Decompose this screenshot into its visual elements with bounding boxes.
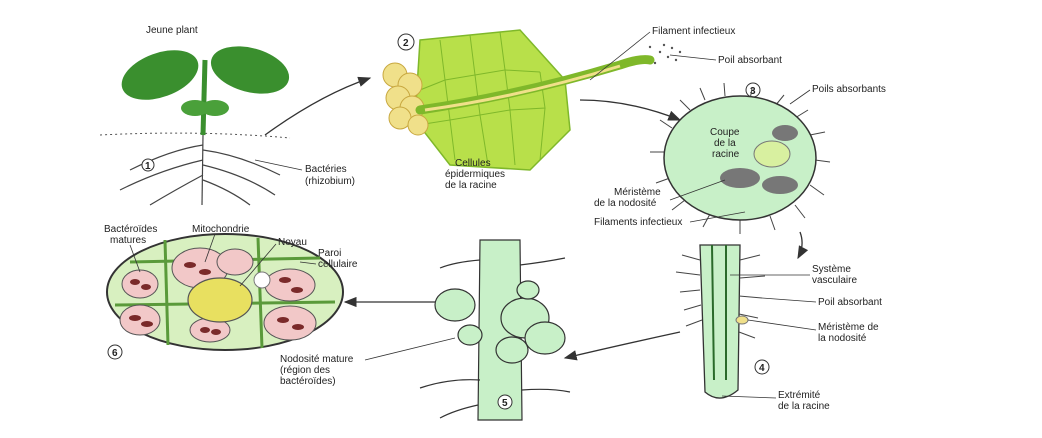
- step-5-number: 5: [502, 398, 508, 409]
- label-root-section-3: racine: [712, 149, 740, 160]
- nucleus: [188, 278, 252, 322]
- label-meristem-3a: Méristème: [614, 187, 661, 198]
- leader-root-hairs-3: [790, 90, 810, 104]
- arrow-2-to-3: [580, 100, 680, 120]
- label-root-tip-1: Extrémité: [778, 390, 821, 401]
- arrow-3-to-4: [798, 232, 802, 258]
- label-vascular-2: vasculaire: [812, 275, 857, 286]
- label-root-section-1: Coupe: [710, 127, 740, 138]
- label-vascular-1: Système: [812, 264, 851, 275]
- mitochondrion: [254, 272, 270, 288]
- leader-root-hair-4: [762, 298, 816, 302]
- label-meristem-3b: de la nodosité: [594, 198, 657, 209]
- label-meristem-4b: la nodosité: [818, 333, 867, 344]
- leaf-right: [206, 38, 295, 101]
- label-root-tip-2: de la racine: [778, 401, 830, 412]
- step-1-number: 1: [145, 161, 151, 172]
- label-bacteroids-1: Bactéroïdes: [104, 224, 157, 235]
- label-epidermal-3: de la racine: [445, 180, 497, 191]
- label-epidermal-1: Cellules: [455, 158, 491, 169]
- stem: [203, 60, 205, 135]
- label-root-hair-4: Poil absorbant: [818, 297, 882, 308]
- label-root-section-2: de la: [714, 138, 736, 149]
- label-root-hair-2: Poil absorbant: [718, 55, 782, 66]
- leader-bacteria: [255, 160, 302, 170]
- leader-meristem-4: [748, 320, 816, 330]
- arrow-4-to-5: [565, 332, 680, 358]
- leader-mature-nodule: [365, 338, 455, 360]
- soil-line: [100, 133, 290, 138]
- label-root-hairs-3: Poils absorbants: [812, 84, 886, 95]
- panel-4-root-tip: 4 Système vasculaire Poil absorbant Méri…: [676, 245, 882, 412]
- label-young-plant: Jeune plant: [146, 25, 198, 36]
- label-meristem-4a: Méristème de: [818, 322, 879, 333]
- label-nucleus: Noyau: [278, 237, 307, 248]
- label-mature-nodule-2: (région des: [280, 365, 330, 376]
- label-bacteroids-2: matures: [110, 235, 146, 246]
- nodule-meristem: [736, 316, 748, 324]
- label-epidermal-2: épidermiques: [445, 169, 505, 180]
- leader-root-tip: [722, 396, 776, 398]
- panel-1-young-plant: Jeune plant 1 Bactéries (rhizobium): [100, 25, 355, 205]
- label-infection-thread: Filament infectieux: [652, 26, 735, 37]
- step-4-number: 4: [759, 363, 765, 374]
- label-bacteria-1: Bactéries: [305, 164, 347, 175]
- root-section-body: [664, 96, 816, 220]
- cotyledon-right: [201, 100, 229, 116]
- label-mature-nodule-3: bactéroïdes): [280, 376, 336, 387]
- label-cell-wall-2: cellulaire: [318, 259, 358, 270]
- panel-6-cell-detail: 6 Bactéroïdes matures Mitochondrie Noyau…: [104, 224, 358, 359]
- label-mature-nodule-1: Nodosité mature: [280, 354, 354, 365]
- step-6-number: 6: [112, 348, 118, 359]
- label-cell-wall-1: Paroi: [318, 248, 341, 259]
- leaf-left: [115, 41, 205, 110]
- label-infection-threads: Filaments infectieux: [594, 217, 682, 228]
- vascular-core: [754, 141, 790, 167]
- label-mitochondria: Mitochondrie: [192, 224, 250, 235]
- root-tip-body: [700, 245, 740, 398]
- step-2-number: 2: [403, 38, 409, 49]
- label-bacteria-2: (rhizobium): [305, 176, 355, 187]
- panel-3-root-section: 3 Coupe de la racine Poils absorbants Mé…: [594, 83, 886, 234]
